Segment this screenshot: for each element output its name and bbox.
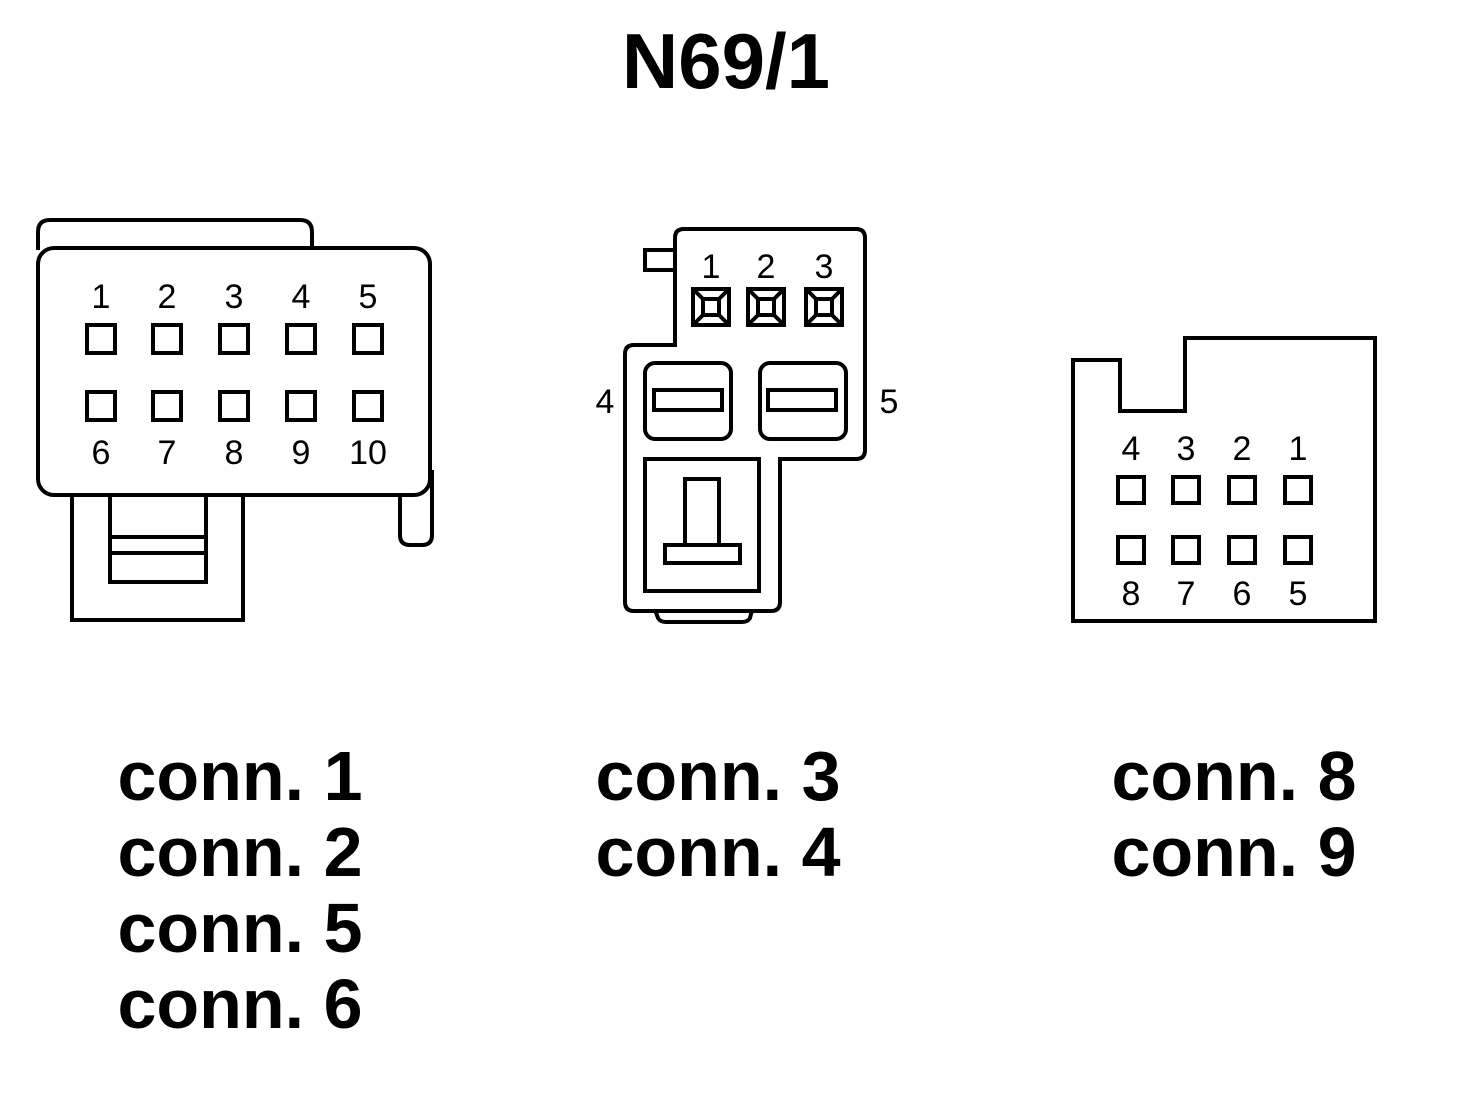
pin-terminal	[756, 297, 776, 317]
pin-terminal	[814, 297, 834, 317]
pin-number: 10	[349, 434, 387, 472]
pin-terminal	[652, 388, 724, 412]
pin-terminal	[701, 297, 721, 317]
pin-number: 9	[292, 434, 311, 472]
pin-number: 6	[92, 434, 111, 472]
pin-cavity	[85, 390, 117, 422]
connector-8-pin-body	[1071, 336, 1377, 623]
connector-5-pin-bottom-lip	[653, 609, 754, 624]
pin-cavity	[285, 323, 317, 355]
pin-number: 5	[359, 278, 378, 316]
connector-10-pin-cable-housing	[70, 495, 245, 622]
pin-terminal-line	[804, 287, 818, 301]
pin-cavity	[1171, 475, 1201, 505]
pin-terminal	[766, 388, 838, 412]
pin-cavity	[643, 361, 733, 441]
connector-5-pin-body	[623, 227, 867, 613]
pin-number: 4	[1122, 430, 1141, 468]
connector-10-pin-back-tab	[36, 218, 314, 250]
pin-number: 4	[596, 383, 615, 421]
pin-number: 2	[158, 278, 177, 316]
connector-5-pin-key	[683, 477, 721, 547]
pin-number: 1	[1289, 430, 1308, 468]
pin-cavity	[804, 287, 844, 327]
connector-5-pin-key-base	[663, 543, 742, 565]
pin-cavity	[1116, 535, 1146, 565]
connector-label: conn. 1	[117, 737, 363, 815]
connector-label: conn. 3	[595, 737, 841, 815]
connector-8-pin: 4 3 2 1 8 7 6 5	[1071, 336, 1377, 623]
pin-terminal-line	[691, 287, 705, 301]
connector-label: conn. 2	[117, 813, 363, 891]
pin-number: 3	[1177, 430, 1196, 468]
connector-label: conn. 6	[117, 965, 363, 1043]
pin-cavity	[1227, 475, 1257, 505]
pin-cavity	[1116, 475, 1146, 505]
connector-5-pin-tab	[643, 248, 675, 272]
pin-cavity	[352, 323, 384, 355]
pin-cavity	[85, 323, 117, 355]
connector-10-pin: 1 2 3 4 5 6 7 8 9 10	[36, 218, 434, 622]
pin-number: 6	[1233, 575, 1252, 613]
pin-cavity	[151, 390, 183, 422]
pin-cavity	[151, 323, 183, 355]
connector-label: conn. 4	[595, 813, 841, 891]
pin-number: 7	[1177, 575, 1196, 613]
pin-cavity	[1283, 475, 1313, 505]
pin-terminal-line	[717, 287, 731, 301]
connector-label: conn. 5	[117, 889, 363, 967]
connector-label: conn. 9	[1111, 813, 1357, 891]
pin-cavity	[285, 390, 317, 422]
pin-cavity	[691, 287, 731, 327]
pin-terminal-line	[746, 313, 760, 327]
pin-cavity	[1171, 535, 1201, 565]
pin-terminal-line	[746, 287, 760, 301]
pin-number: 2	[757, 248, 776, 286]
pin-cavity	[746, 287, 786, 327]
connector-5-pin: 1 2 3 4 5	[596, 227, 899, 624]
pin-terminal-line	[830, 287, 844, 301]
pin-cavity	[352, 390, 384, 422]
connector-10-pin-labels: conn. 1 conn. 2 conn. 5 conn. 6	[70, 738, 410, 1042]
pin-number: 2	[1233, 430, 1252, 468]
pin-number: 7	[158, 434, 177, 472]
pin-terminal-line	[804, 313, 818, 327]
pin-number: 8	[1122, 575, 1141, 613]
pin-number: 4	[292, 278, 311, 316]
pin-number: 1	[702, 248, 721, 286]
diagram-title: N69/1	[621, 17, 831, 105]
connector-5-pin-lower-housing	[643, 457, 761, 593]
pin-terminal-line	[717, 313, 731, 327]
pin-number: 1	[92, 278, 111, 316]
pin-cavity	[218, 390, 250, 422]
pin-number: 8	[225, 434, 244, 472]
connector-10-pin-body	[36, 246, 432, 497]
pin-cavity	[218, 323, 250, 355]
pin-terminal-line	[830, 313, 844, 327]
pin-number: 3	[225, 278, 244, 316]
pin-terminal-line	[691, 313, 705, 327]
pin-number: 5	[1289, 575, 1308, 613]
connector-10-pin-side-latch	[398, 470, 434, 547]
pin-number: 3	[815, 248, 834, 286]
pin-number: 5	[880, 383, 899, 421]
connector-5-pin-labels: conn. 3 conn. 4	[548, 738, 888, 890]
connector-8-pin-labels: conn. 8 conn. 9	[1064, 738, 1404, 890]
pin-cavity	[1227, 535, 1257, 565]
pin-terminal-line	[772, 313, 786, 327]
connector-label: conn. 8	[1111, 737, 1357, 815]
pin-cavity	[758, 361, 848, 441]
pin-terminal-line	[772, 287, 786, 301]
pin-cavity	[1283, 535, 1313, 565]
